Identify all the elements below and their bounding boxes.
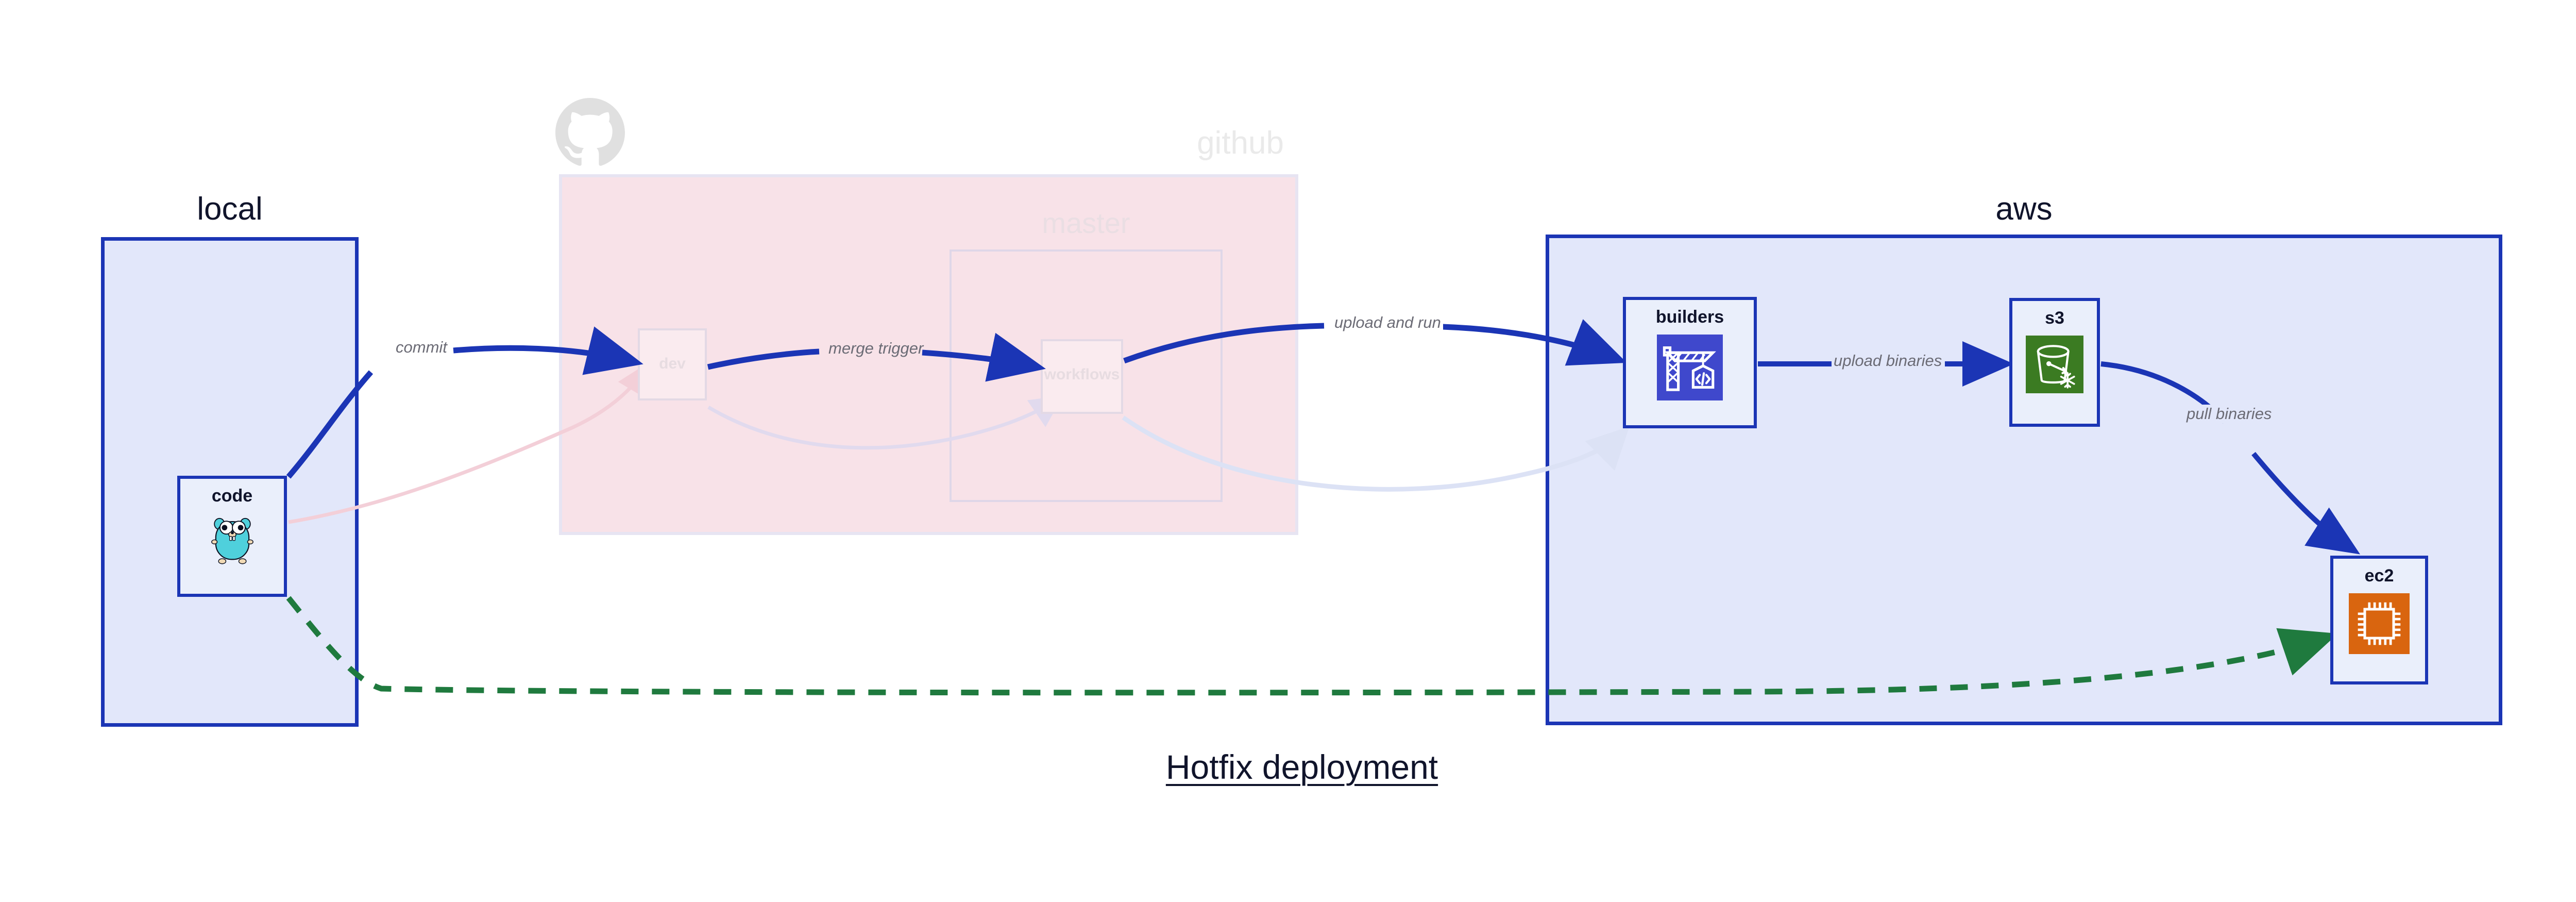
node-workflows-label: workflows	[1044, 366, 1120, 383]
node-s3-label: s3	[2045, 308, 2064, 328]
github-octocat-icon	[555, 98, 625, 166]
edge-label-commit: commit	[394, 338, 449, 357]
cluster-github-label: github	[1197, 125, 1284, 161]
edge-label-pull-binaries: pull binaries	[2184, 405, 2274, 423]
node-s3[interactable]: s3	[2009, 298, 2100, 427]
node-builders-label: builders	[1655, 307, 1724, 327]
edge-label-merge-trigger: merge trigger	[828, 339, 924, 357]
aws-s3-glacier-icon	[2026, 336, 2083, 393]
node-code[interactable]: code	[177, 476, 287, 597]
node-workflows[interactable]: workflows	[1041, 339, 1123, 414]
node-builders[interactable]: builders	[1623, 297, 1757, 428]
node-code-label: code	[211, 486, 253, 506]
cluster-master-label: master	[1042, 207, 1130, 239]
cluster-aws-label: aws	[1995, 191, 2053, 227]
go-gopher-icon	[211, 517, 253, 564]
diagram-title: Hotfix deployment	[1165, 748, 1438, 786]
aws-codebuild-icon	[1657, 335, 1723, 400]
node-ec2[interactable]: ec2	[2330, 556, 2428, 684]
cluster-local-label: local	[197, 191, 263, 227]
node-dev[interactable]: dev	[638, 328, 707, 400]
edge-label-upload-binaries: upload binaries	[1832, 352, 1944, 370]
edge-label-upload-and-run: upload and run	[1332, 313, 1443, 332]
node-ec2-label: ec2	[2364, 566, 2394, 586]
aws-ec2-icon	[2349, 593, 2410, 654]
node-dev-label: dev	[659, 355, 686, 372]
